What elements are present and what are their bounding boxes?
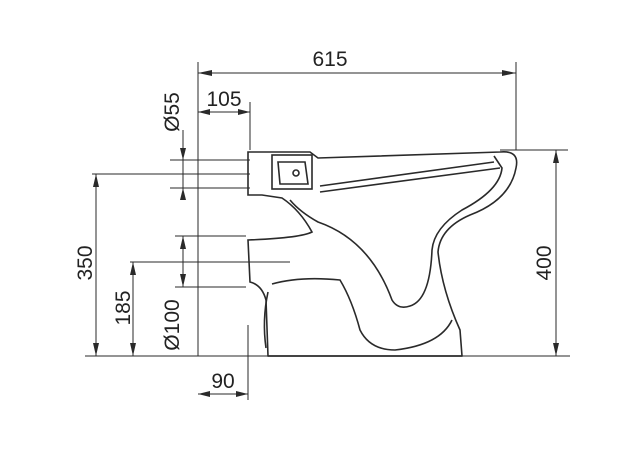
seat-line-2	[319, 161, 495, 187]
toilet-rim	[247, 151, 518, 357]
label-overall-length: 615	[312, 48, 347, 71]
dimension-overall-height: 400	[533, 150, 559, 356]
reference-lines	[85, 62, 570, 400]
label-overall-height: 400	[533, 245, 556, 280]
inlet-connector	[271, 154, 313, 190]
label-inlet-offset: 105	[206, 88, 241, 111]
dimension-outlet-offset: 90	[198, 370, 248, 397]
label-outlet-height: 350	[74, 245, 97, 280]
dimension-inlet-offset: 105	[198, 88, 250, 115]
label-outlet-diameter: Ø100	[161, 299, 184, 350]
label-inlet-diameter: Ø55	[161, 92, 184, 132]
dimension-outlet-diameter: Ø100	[161, 236, 186, 351]
seat-line	[319, 167, 501, 193]
dimension-inlet-diameter: Ø55	[161, 92, 186, 200]
dimension-floor-outlet-height: 185	[112, 262, 136, 356]
bowl-inner-curve	[289, 155, 503, 308]
dimension-outlet-height: 350	[74, 174, 99, 356]
inlet-detail	[277, 161, 309, 185]
trap-inner	[263, 291, 269, 349]
label-floor-outlet-height: 185	[112, 290, 135, 325]
dimension-overall-length: 615	[198, 48, 516, 76]
inlet-hole	[292, 169, 300, 177]
trap-channel	[271, 277, 453, 351]
toilet-outline	[247, 151, 518, 357]
label-outlet-offset: 90	[211, 370, 234, 393]
